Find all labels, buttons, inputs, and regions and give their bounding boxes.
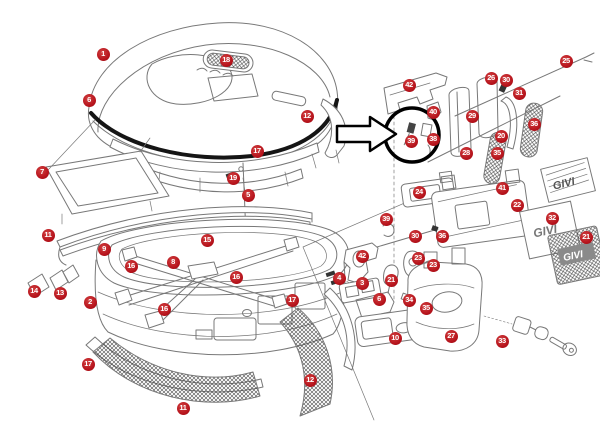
part-lock-cylinder-key-drawing [483,315,577,357]
part-x-frame-drawing [114,236,300,329]
part-callout-27: 27 [444,329,458,343]
part-callout-40: 40 [426,105,440,119]
part-tray-drawing [45,119,170,225]
part-callout-10: 10 [388,331,402,345]
part-callout-17: 17 [81,357,95,371]
part-callout-33: 33 [495,334,509,348]
part-callout-22: 22 [510,198,524,212]
part-callout-26: 26 [484,71,498,85]
part-callout-11: 11 [176,401,190,415]
part-callout-12: 12 [300,109,314,123]
part-callout-21: 21 [579,230,593,244]
part-callout-35: 35 [419,301,433,315]
part-callout-38: 38 [426,132,440,146]
part-callout-42: 42 [355,249,369,263]
brand-logo: GIVI [552,175,577,192]
part-callout-42: 42 [402,78,416,92]
part-callout-6: 6 [82,93,96,107]
part-callout-13: 13 [53,286,67,300]
highlight-arrow-icon [335,115,398,153]
part-lock-mechanism-drawing [325,242,483,352]
part-callout-30: 30 [408,229,422,243]
part-callout-28: 28 [459,146,473,160]
highlight-annotation [335,106,441,164]
part-callout-16: 16 [124,259,138,273]
part-callout-7: 7 [35,165,49,179]
part-callout-6: 6 [372,292,386,306]
part-callout-16: 16 [157,302,171,316]
part-callout-1: 1 [96,47,110,61]
part-callout-36: 36 [527,117,541,131]
part-callout-3: 3 [355,276,369,290]
part-callout-17: 17 [285,293,299,307]
part-callout-23: 23 [426,258,440,272]
part-callout-39: 39 [379,212,393,226]
part-callout-41: 41 [495,181,509,195]
part-callout-18: 18 [219,53,233,67]
brand-logo: GIVI [562,249,584,264]
part-callout-34: 34 [402,293,416,307]
part-front-reflector-drawing [85,336,264,403]
part-callout-29: 29 [465,109,479,123]
part-callout-4: 4 [332,271,346,285]
part-callout-39: 39 [404,134,418,148]
part-base-drawing [94,218,350,356]
part-callout-36: 36 [435,229,449,243]
part-callout-2: 2 [83,295,97,309]
part-side-reflector-drawing [279,191,431,421]
part-callout-17: 17 [250,144,264,158]
part-callout-30: 30 [499,73,513,87]
part-callout-5: 5 [241,188,255,202]
part-callout-25: 25 [559,54,573,68]
part-callout-15: 15 [200,233,214,247]
part-callout-32: 32 [545,211,559,225]
part-callout-19: 19 [226,171,240,185]
part-callout-21: 21 [384,273,398,287]
part-callout-35: 35 [490,146,504,160]
part-callout-31: 31 [512,86,526,100]
part-callout-9: 9 [97,242,111,256]
part-callout-14: 14 [27,284,41,298]
part-callout-8: 8 [166,255,180,269]
part-callout-20: 20 [494,129,508,143]
part-callout-23: 23 [411,251,425,265]
part-callout-16: 16 [229,270,243,284]
part-callout-11: 11 [41,228,55,242]
part-lid-drawing [87,22,339,168]
part-callout-24: 24 [412,185,426,199]
part-callout-12: 12 [303,373,317,387]
